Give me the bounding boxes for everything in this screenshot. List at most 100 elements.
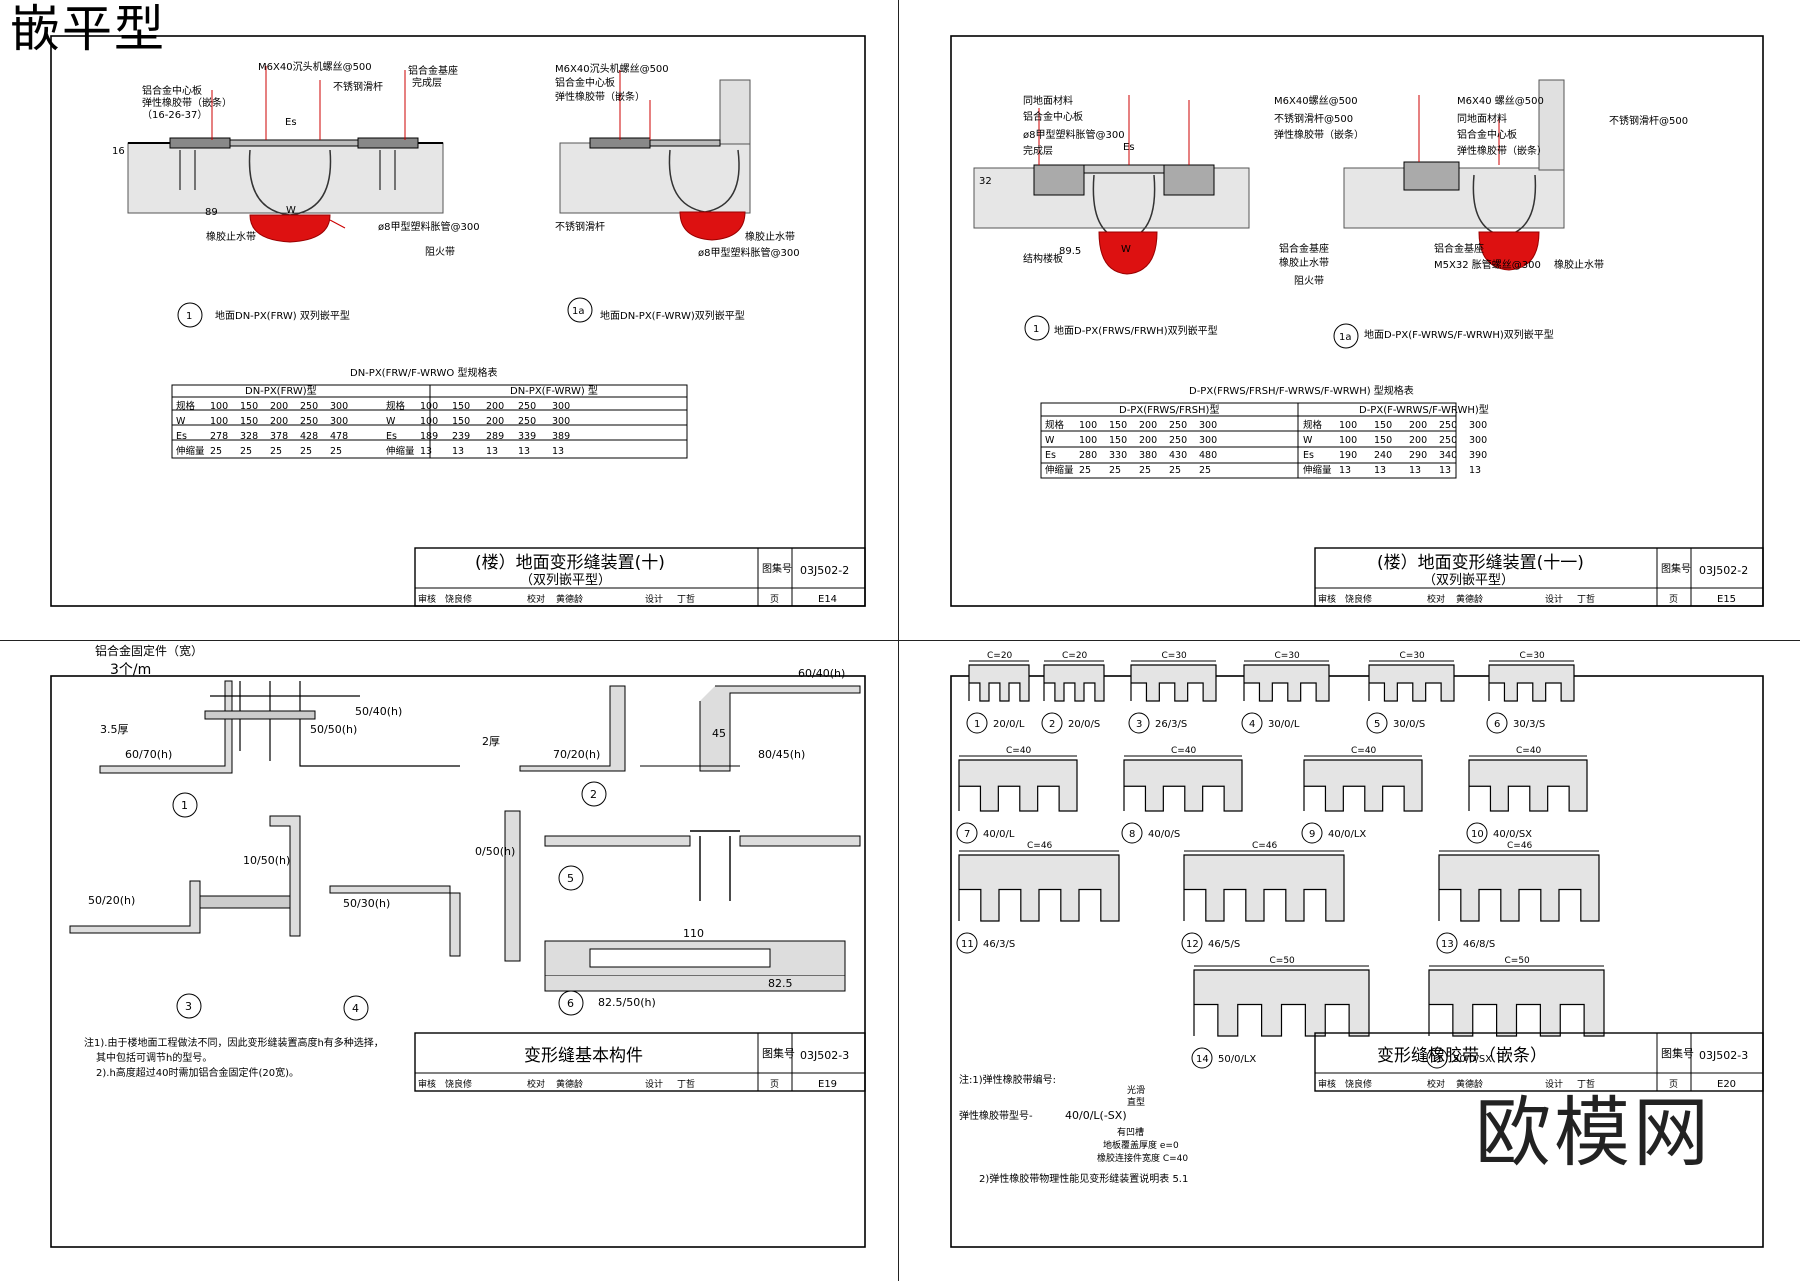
profile-shape bbox=[1303, 759, 1423, 812]
e19-part-5: 5 bbox=[567, 872, 574, 885]
profile-shape bbox=[968, 664, 1030, 702]
profile-width-label: C=20 bbox=[987, 651, 1013, 661]
table-cell: W bbox=[176, 416, 186, 427]
table-cell: 25 bbox=[210, 446, 222, 457]
profile-width-label: C=30 bbox=[1275, 651, 1301, 661]
table-cell: 150 bbox=[452, 401, 470, 412]
e20-note-title: 注:1)弹性橡胶带编号: bbox=[959, 1073, 1056, 1086]
table-cell: 478 bbox=[330, 431, 348, 442]
sheet-e15: 同地面材料 铝合金中心板 ø8甲型塑料胀管@300 完成层 M6X40螺丝@50… bbox=[950, 35, 1764, 607]
e15-callout-firestop: 阻火带 bbox=[1294, 275, 1324, 287]
e15a-callout-rod: 不锈钢滑杆@500 bbox=[1609, 114, 1688, 127]
profile-code: 50/0/LX bbox=[1218, 1054, 1256, 1065]
e19-label-50-20: 50/20(h) bbox=[88, 894, 135, 907]
e19-label-10-50: 10/50(h) bbox=[243, 854, 290, 867]
e15-sig-audit: 审核 bbox=[1318, 593, 1336, 605]
table-cell: 250 bbox=[1169, 435, 1187, 446]
profile-shape bbox=[1183, 854, 1345, 922]
e14-sig-audit: 审核 bbox=[418, 593, 436, 605]
e19-part-1: 1 bbox=[181, 799, 188, 812]
e15-table-group-a: D-PX(FRWS/FRSH)型 bbox=[1119, 403, 1219, 416]
table-cell: 200 bbox=[270, 401, 288, 412]
table-cell: 13 bbox=[1374, 465, 1386, 476]
e19-sig-design: 设计 bbox=[645, 1078, 663, 1090]
table-cell: 25 bbox=[240, 446, 252, 457]
table-cell: 250 bbox=[1169, 420, 1187, 431]
profile-code: 50/0/SX bbox=[1453, 1054, 1492, 1065]
profile-shape bbox=[1193, 969, 1370, 1037]
table-cell: 200 bbox=[1139, 420, 1157, 431]
profile-width-label: C=30 bbox=[1520, 651, 1546, 661]
e19-sig-auditor: 饶良修 bbox=[445, 1078, 472, 1090]
e14a-callout-plate: 铝合金中心板 bbox=[555, 76, 615, 89]
e14-atlas-no: 03J502-2 bbox=[800, 564, 849, 577]
table-cell: 伸缩量 bbox=[386, 445, 415, 457]
e15-callout-rod: 不锈钢滑杆@500 bbox=[1274, 112, 1353, 125]
profile-code: 40/0/L bbox=[983, 829, 1015, 840]
profile-number: 4 bbox=[1249, 719, 1255, 730]
profile-number: 14 bbox=[1196, 1054, 1209, 1065]
table-cell: 150 bbox=[1374, 435, 1392, 446]
table-cell: Es bbox=[386, 431, 397, 442]
e14-callout-firestop: 阻火带 bbox=[425, 246, 455, 258]
profile-number: 8 bbox=[1129, 829, 1135, 840]
e19-label-50-40: 50/40(h) bbox=[355, 705, 402, 718]
profile-width-label: C=46 bbox=[1027, 841, 1053, 851]
e19-sig-audit: 审核 bbox=[418, 1078, 436, 1090]
e14-callout-sizes: （16-26-37） bbox=[142, 109, 207, 121]
table-cell: W bbox=[1045, 435, 1055, 446]
profile-shape bbox=[1368, 664, 1455, 702]
table-cell: 25 bbox=[270, 446, 282, 457]
e20-sig-designer: 丁哲 bbox=[1577, 1079, 1595, 1090]
table-cell: W bbox=[1303, 435, 1313, 446]
e20-note-2: 2)弹性橡胶带物理性能见变形缝装置说明表 5.1 bbox=[979, 1172, 1188, 1185]
page-title: 嵌平型 bbox=[10, 0, 166, 58]
profile-width-label: C=50 bbox=[1505, 956, 1531, 966]
e19-label-45: 45 bbox=[712, 727, 726, 740]
e20-sig-checker: 黄德龄 bbox=[1456, 1078, 1483, 1090]
table-cell: Es bbox=[1045, 450, 1056, 461]
table-cell: 250 bbox=[300, 416, 318, 427]
e19-label-60-40: 60/40(h) bbox=[798, 667, 845, 680]
profile-width-label: C=20 bbox=[1062, 651, 1088, 661]
e15a-callout-screw: M6X40 螺丝@500 bbox=[1457, 95, 1544, 107]
e14a-callout-waterstop: 橡胶止水带 bbox=[745, 230, 795, 243]
table-cell: 300 bbox=[552, 416, 570, 427]
e20-title-main: 变形缝橡胶带（嵌条） bbox=[1377, 1046, 1547, 1066]
table-cell: 378 bbox=[270, 431, 288, 442]
profile-shape bbox=[1123, 759, 1243, 812]
e19-note-1: 注1).由于楼地面工程做法不同，因此变形缝装置高度h有多种选择， bbox=[84, 1036, 384, 1049]
e14a-callout-strip: 弹性橡胶带（嵌条） bbox=[555, 90, 645, 103]
e19-sig-page-no: E19 bbox=[818, 1079, 837, 1090]
profile-number: 13 bbox=[1441, 939, 1454, 950]
profile-number: 11 bbox=[961, 939, 974, 950]
table-cell: 300 bbox=[330, 401, 348, 412]
table-cell: 100 bbox=[210, 401, 228, 412]
e14-sig-checker: 黄德龄 bbox=[556, 593, 583, 605]
profile-code: 40/0/S bbox=[1148, 829, 1180, 840]
e14a-callout-rod: 不锈钢滑杆 bbox=[555, 220, 605, 233]
e14-callout-base: 铝合金基座 bbox=[408, 64, 458, 77]
table-cell: 250 bbox=[1439, 435, 1457, 446]
e19-title-main: 变形缝基本构件 bbox=[524, 1046, 643, 1066]
table-cell: 330 bbox=[1109, 450, 1127, 461]
brand-logo-text: 欧模网 bbox=[1475, 1088, 1712, 1177]
e15-callout-plate: 铝合金中心板 bbox=[1023, 110, 1083, 123]
e14a-callout-anchor: ø8甲型塑料胀管@300 bbox=[698, 246, 800, 259]
e15-title-main: (楼）地面变形缝装置(十一) bbox=[1377, 553, 1584, 573]
table-cell: 13 bbox=[420, 446, 432, 457]
table-cell: 规格 bbox=[1045, 419, 1065, 431]
table-cell: 150 bbox=[1374, 420, 1392, 431]
table-cell: 100 bbox=[1339, 435, 1357, 446]
e14-table-group-b: DN-PX(F-WRW) 型 bbox=[510, 384, 598, 397]
table-cell: Es bbox=[1303, 450, 1314, 461]
profile-number: 2 bbox=[1049, 719, 1055, 730]
e20-note-code: 40/0/L(-SX) bbox=[1065, 1109, 1127, 1122]
e14-detail-1a-label: 地面DN-PX(F-WRW)双列嵌平型 bbox=[600, 309, 745, 322]
table-cell: 150 bbox=[1109, 420, 1127, 431]
e15-callout-screw: M6X40螺丝@500 bbox=[1274, 95, 1358, 107]
